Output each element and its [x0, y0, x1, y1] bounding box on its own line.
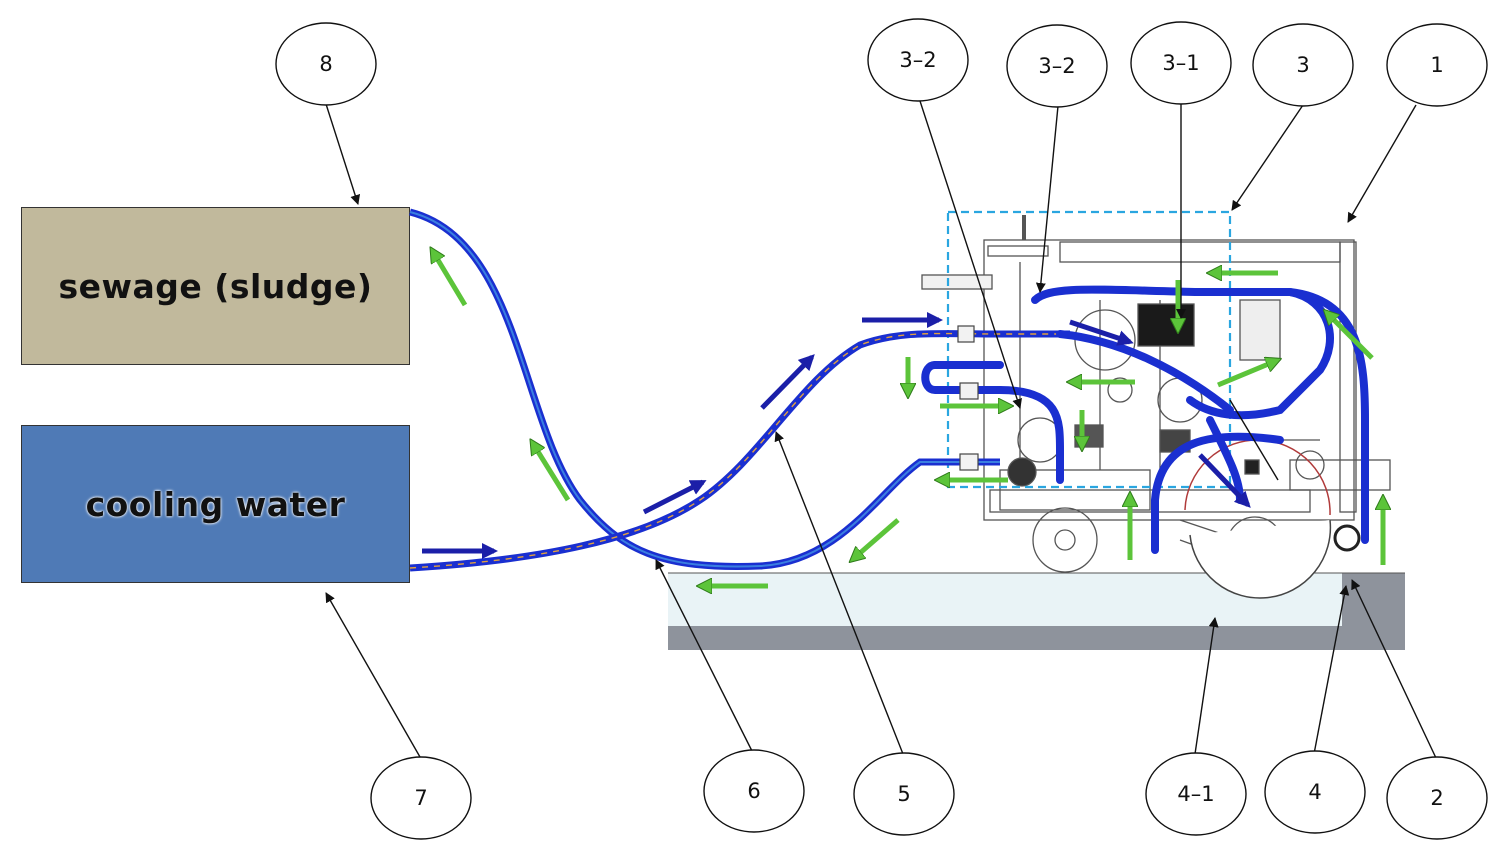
- flow-arrows-green: [432, 250, 1383, 586]
- callout-label-8: 8: [319, 52, 332, 76]
- callout-circle-3: [1252, 23, 1354, 107]
- cooling-water-tank: cooling water: [21, 425, 410, 583]
- leader-4-1-extra: [1229, 399, 1279, 481]
- sewage-hose: [409, 208, 1000, 570]
- ground-base: [668, 626, 1405, 650]
- fittings: [957, 325, 979, 471]
- cooling-unit-outline: [946, 210, 1232, 489]
- callout-label-6: 6: [747, 779, 760, 803]
- callout-label-4-1: 4–1: [1177, 782, 1214, 806]
- callout-circle-8: [275, 22, 377, 106]
- callout-circle-4: [1264, 750, 1366, 834]
- callout-label-7: 7: [414, 786, 427, 810]
- callout-label-3-2a: 3–2: [899, 48, 936, 72]
- callout-label-5: 5: [897, 782, 910, 806]
- callout-circle-6: [703, 749, 805, 833]
- flow-arrows-navy: [422, 312, 1251, 559]
- cooling-label: cooling water: [85, 484, 346, 524]
- callout-label-2: 2: [1430, 786, 1443, 810]
- callout-circle-3-1: [1130, 21, 1232, 105]
- callout-label-3-2b: 3–2: [1038, 54, 1075, 78]
- callout-circle-3-2b: [1006, 24, 1108, 108]
- sewage-sludge-tank: sewage (sludge): [21, 207, 410, 365]
- sewage-label: sewage (sludge): [58, 266, 373, 306]
- leader-lines: [325, 100, 1437, 759]
- callout-circle-1: [1386, 23, 1488, 107]
- callout-label-3: 3: [1296, 53, 1309, 77]
- cooling-hose-core: [409, 332, 1070, 569]
- callout-circle-2: [1386, 756, 1488, 840]
- callout-circle-4-1: [1145, 752, 1247, 836]
- ground-right-block: [1342, 573, 1405, 628]
- wheel-4: [1333, 524, 1361, 552]
- callout-circle-3-2a: [867, 18, 969, 102]
- callout-circle-5: [853, 752, 955, 836]
- callout-label-4: 4: [1308, 780, 1321, 804]
- saw-blade: [1189, 519, 1332, 599]
- callout-circles: [275, 18, 1488, 840]
- sewage-hose-core: [409, 211, 1000, 568]
- callout-label-3-1: 3–1: [1162, 51, 1199, 75]
- callout-label-1: 1: [1430, 53, 1443, 77]
- callout-circle-7: [370, 756, 472, 840]
